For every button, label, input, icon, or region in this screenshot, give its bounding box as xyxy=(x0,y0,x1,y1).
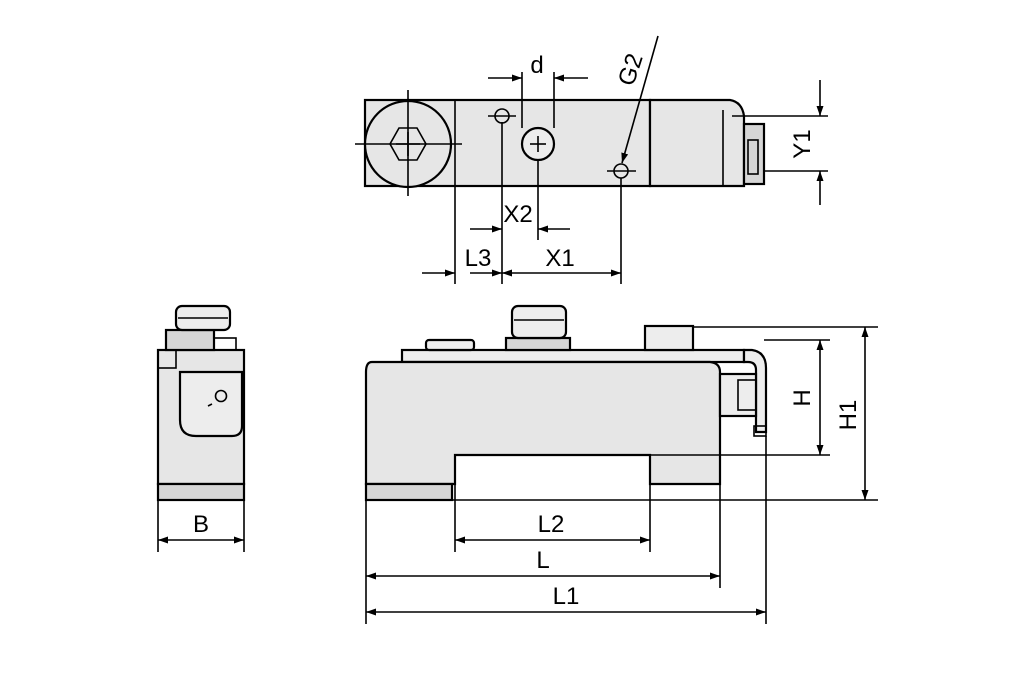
dim-label-l2: L2 xyxy=(538,511,565,538)
top-view-right-block xyxy=(648,98,746,188)
dim-label-g2: G2 xyxy=(613,50,649,89)
dim-label-d: d xyxy=(530,52,543,79)
dim-label-b: B xyxy=(193,511,209,538)
dim-label-h1: H1 xyxy=(835,400,862,431)
side-view: B xyxy=(156,304,246,552)
top-view: d G2 Y1 X2 L3 X1 xyxy=(355,35,828,284)
dim-label-y1: Y1 xyxy=(789,129,816,158)
front-view-top-plate xyxy=(400,348,746,364)
dim-label-l: L xyxy=(536,547,549,574)
front-view: H H1 L2 L L1 xyxy=(364,304,878,624)
dim-label-l1: L1 xyxy=(553,583,580,610)
front-view-main-body xyxy=(364,360,722,486)
side-view-base xyxy=(156,482,246,502)
front-view-knob xyxy=(510,304,568,340)
top-view-connector xyxy=(742,122,766,186)
dim-label-h: H xyxy=(789,389,816,406)
front-view-base-pad xyxy=(364,482,454,502)
dim-label-x1: X1 xyxy=(545,245,574,272)
front-view-bent-pipe xyxy=(742,348,768,434)
dim-label-x2: X2 xyxy=(503,201,532,228)
dim-label-l3: L3 xyxy=(465,245,492,272)
